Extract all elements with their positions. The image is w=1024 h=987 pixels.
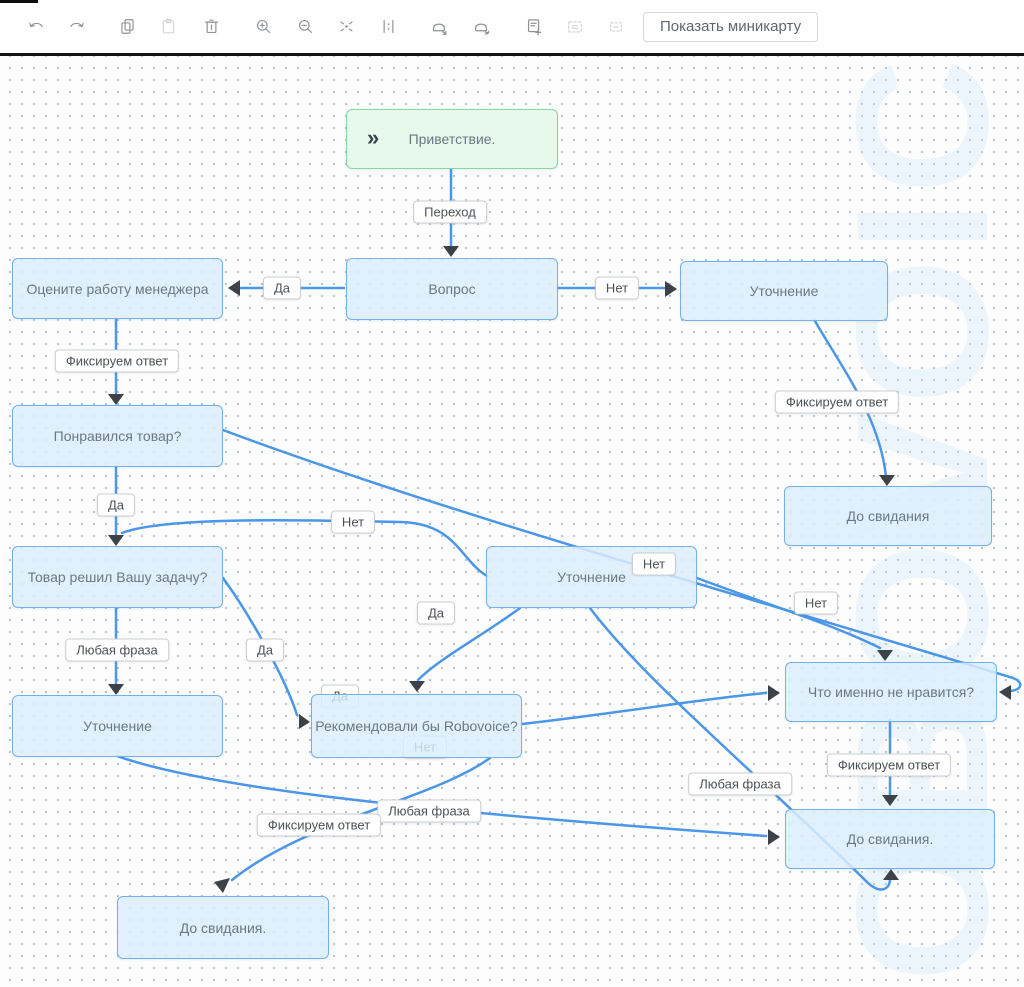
- edge-label[interactable]: Фиксируем ответ: [826, 753, 952, 777]
- edge[interactable]: [230, 756, 492, 882]
- add-node-icon[interactable]: [521, 14, 547, 40]
- import-flow-icon[interactable]: [468, 14, 494, 40]
- edge-label[interactable]: Фиксируем ответ: [54, 349, 180, 373]
- fast-forward-icon: »: [367, 125, 380, 151]
- center-view-icon[interactable]: [333, 14, 359, 40]
- edge-label[interactable]: Да: [416, 601, 456, 625]
- edge[interactable]: [416, 606, 522, 682]
- edge-label[interactable]: Фиксируем ответ: [774, 390, 900, 414]
- zoom-in-icon[interactable]: [250, 14, 276, 40]
- toolbar-divider: [0, 53, 1024, 56]
- node-label: Товар решил Вашу задачу?: [27, 569, 208, 585]
- edge-label[interactable]: Нет: [631, 552, 677, 576]
- group-selection-icon[interactable]: [562, 14, 588, 40]
- edge-label[interactable]: Любая фраза: [688, 772, 792, 796]
- edge-label[interactable]: Фиксируем ответ: [256, 813, 382, 837]
- node-label: До свидания.: [846, 831, 934, 847]
- node-label: Уточнение: [83, 718, 152, 734]
- edge[interactable]: [520, 691, 768, 726]
- edge-label[interactable]: Нет: [594, 276, 640, 300]
- paste-icon[interactable]: [155, 14, 181, 40]
- node-label: Вопрос: [428, 281, 476, 297]
- top-border-artifact: [0, 0, 38, 3]
- node-label: Уточнение: [749, 283, 819, 299]
- edge-label[interactable]: Нет: [330, 510, 376, 534]
- zoom-out-icon[interactable]: [292, 14, 318, 40]
- edge-label[interactable]: Да: [262, 276, 302, 300]
- edge[interactable]: [221, 428, 1022, 694]
- edge[interactable]: [120, 518, 489, 578]
- node-greeting[interactable]: » Приветствие.: [346, 109, 558, 169]
- delete-icon[interactable]: [198, 14, 224, 40]
- edge[interactable]: [588, 606, 892, 891]
- node-label: Уточнение: [557, 569, 626, 585]
- copy-icon[interactable]: [114, 14, 140, 40]
- node-label: Понравился товар?: [53, 428, 182, 444]
- node-dosvidaniya-right[interactable]: До свидания: [784, 486, 992, 546]
- node-tovar-reshil[interactable]: Товар решил Вашу задачу?: [12, 546, 223, 608]
- node-label: Оцените работу менеджера: [26, 280, 209, 297]
- node-vopros[interactable]: Вопрос: [346, 258, 558, 320]
- edge-label[interactable]: Любая фраза: [65, 638, 169, 662]
- node-rekomendovali[interactable]: Рекомендовали бы Robovoice?: [311, 694, 522, 758]
- node-utochnenie-top[interactable]: Уточнение: [680, 261, 888, 321]
- fit-view-icon[interactable]: [375, 14, 401, 40]
- node-label: До свидания.: [179, 919, 267, 936]
- node-dosvidaniya-br[interactable]: До свидания.: [785, 809, 995, 869]
- node-ponravilsya[interactable]: Понравился товар?: [12, 405, 223, 467]
- node-label: Рекомендовали бы Robovoice?: [315, 718, 518, 734]
- node-dosvidaniya-bottom[interactable]: До свидания.: [117, 896, 329, 959]
- edge-label[interactable]: Переход: [413, 200, 487, 224]
- ungroup-selection-icon[interactable]: [603, 14, 629, 40]
- node-ocenite[interactable]: Оцените работу менеджера: [12, 258, 223, 319]
- node-label: Приветствие.: [408, 131, 496, 147]
- flow-canvas[interactable]: ROBOVOICE Да: [0, 56, 1024, 987]
- export-flow-icon[interactable]: [426, 14, 452, 40]
- edge-label[interactable]: Любая фраза: [377, 799, 481, 823]
- undo-icon[interactable]: [23, 14, 49, 40]
- edge-label[interactable]: Нет: [793, 591, 839, 615]
- edge-label[interactable]: Да: [245, 638, 285, 662]
- node-utochnenie-bl[interactable]: Уточнение: [12, 695, 223, 757]
- toolbar: Показать миникарту: [0, 0, 1024, 53]
- show-minimap-button[interactable]: Показать миникарту: [643, 11, 819, 42]
- redo-icon[interactable]: [63, 14, 89, 40]
- edge[interactable]: [695, 576, 882, 650]
- node-label: До свидания: [846, 508, 930, 524]
- node-label: Что именно не нравится?: [807, 684, 975, 700]
- edge-label[interactable]: Да: [96, 493, 136, 517]
- edge[interactable]: [115, 754, 768, 838]
- node-chto-imenno[interactable]: Что именно не нравится?: [785, 662, 997, 722]
